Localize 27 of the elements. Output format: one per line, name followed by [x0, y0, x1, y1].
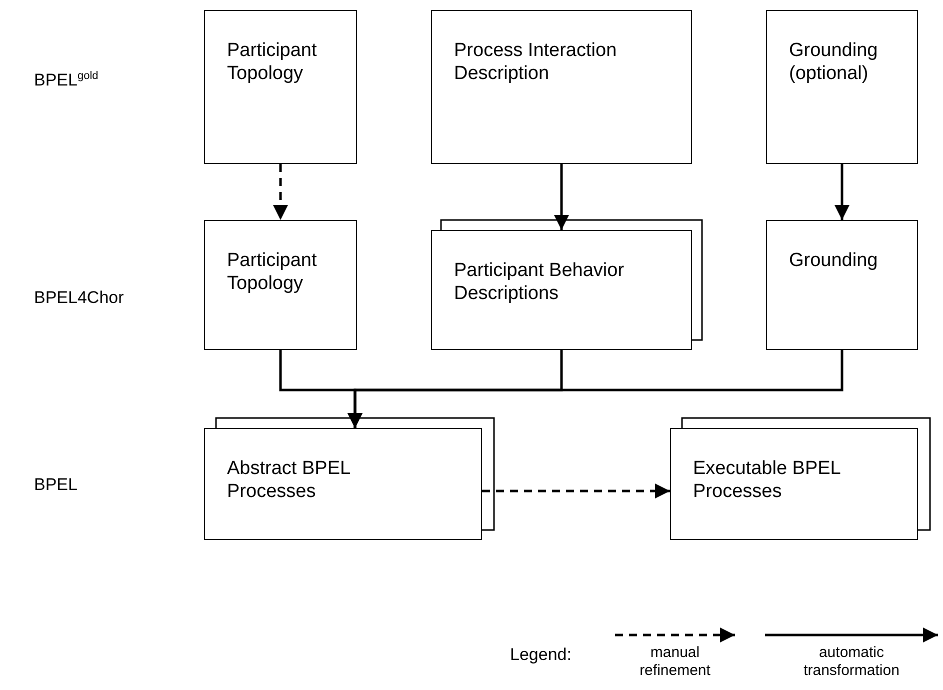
layer-label: BPEL$^{gold}$ — [34, 70, 98, 91]
process-box — [204, 10, 357, 164]
legend-label: manual refinement — [638, 644, 712, 680]
process-box — [204, 220, 357, 350]
process-box — [766, 10, 918, 164]
stacked-document-box — [670, 428, 918, 540]
arrow — [348, 350, 844, 428]
box-label: Grounding (optional) — [789, 39, 879, 85]
box-label: Grounding — [789, 249, 879, 272]
arrow — [273, 164, 288, 220]
box-label: Participant Topology — [227, 39, 318, 85]
box-label: Participant Topology — [227, 249, 318, 295]
legend-title: Legend: — [510, 645, 572, 665]
box-label: Process Interaction Description — [454, 39, 618, 85]
box-label: Participant Behavior Descriptions — [454, 259, 626, 305]
layer-label: BPEL4Chor — [34, 288, 124, 308]
arrow — [482, 484, 670, 498]
box-label: Abstract BPEL Processes — [227, 457, 351, 503]
stacked-document-box — [204, 428, 482, 540]
process-box — [766, 220, 918, 350]
process-box — [431, 10, 692, 164]
box-label: Executable BPEL Processes — [693, 457, 842, 503]
arrow — [554, 164, 569, 230]
legend-label: automatic transformation — [802, 644, 900, 680]
arrow — [834, 164, 850, 220]
stacked-document-box — [431, 230, 692, 350]
layer-label: BPEL — [34, 475, 78, 495]
